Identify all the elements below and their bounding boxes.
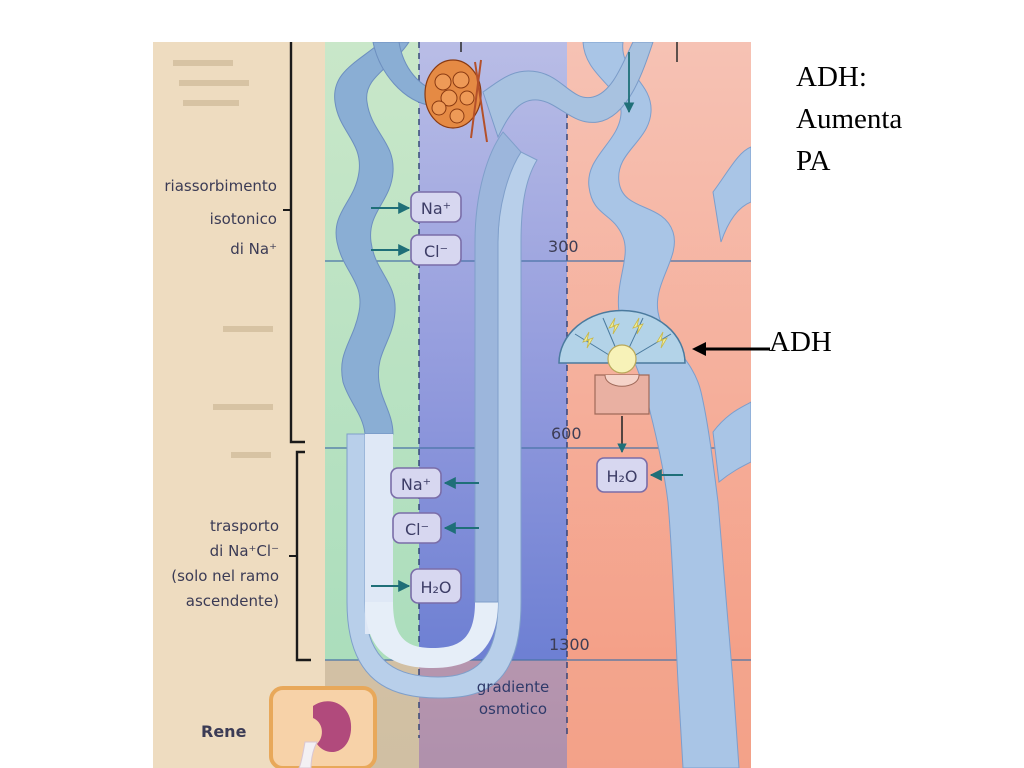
label-gradient-line1: gradiente (477, 678, 549, 696)
label-organ: Rene (201, 722, 247, 741)
ion-box-na-lower: Na⁺ (390, 467, 479, 499)
adh-receptor-cell (558, 309, 686, 453)
label-isotonic-line1: riassorbimento (164, 177, 277, 195)
osmolarity-600: 600 (551, 424, 582, 443)
collecting-duct-branch-lower (712, 401, 751, 483)
adh-pointer-label: ADH (769, 326, 832, 358)
label-transport-line4: ascendente) (186, 592, 279, 610)
label-gradient-line2: osmotico (479, 700, 547, 718)
collecting-duct-branch (712, 146, 751, 243)
ion-box-h2o-duct: H₂O (596, 457, 683, 493)
nephron-diagram: Na⁺ Cl⁻ Na⁺ Cl⁻ H₂O H₂O (153, 42, 751, 768)
ion-label-h2o-duct: H₂O (606, 467, 637, 486)
bracket-isotonic (289, 42, 305, 444)
ion-label-cl-lower: Cl⁻ (405, 520, 429, 539)
loop-bottom-pale (365, 602, 498, 668)
label-isotonic-line3: di Na⁺ (230, 240, 277, 258)
label-nacl-transport: trasporto di Na⁺Cl⁻ (solo nel ramo ascen… (171, 517, 279, 610)
glomerulus (424, 59, 488, 143)
loop-of-henle (346, 151, 538, 699)
label-isotonic-reabsorption: riassorbimento isotonico di Na⁺ (164, 177, 277, 258)
label-osmotic-gradient: gradiente osmotico (477, 678, 549, 718)
left-arrow-icon (692, 342, 770, 356)
ion-label-cl-upper: Cl⁻ (424, 242, 448, 261)
label-transport-line2: di Na⁺Cl⁻ (210, 542, 279, 560)
ascending-limb-upper (474, 131, 522, 603)
ion-box-cl-upper: Cl⁻ (371, 234, 462, 266)
distal-tubule (482, 42, 654, 139)
adh-effect-line3: PA (796, 145, 831, 177)
label-transport-line3: (solo nel ramo (171, 567, 279, 585)
label-transport-line1: trasporto (210, 517, 279, 535)
adh-effect-note: ADH: Aumenta PA (796, 56, 902, 182)
ion-box-h2o-loop: H₂O (371, 568, 462, 604)
faded-margin-text (173, 60, 273, 458)
adh-effect-line1: ADH: (796, 61, 867, 93)
adh-effect-line2: Aumenta (796, 103, 903, 135)
label-isotonic-line2: isotonico (210, 210, 277, 228)
kidney-icon (269, 686, 377, 768)
osmolarity-1300: 1300 (549, 635, 590, 654)
collecting-duct (582, 42, 740, 768)
ion-label-h2o-loop: H₂O (420, 578, 451, 597)
ion-label-na-lower: Na⁺ (401, 475, 431, 494)
ion-box-cl-lower: Cl⁻ (392, 512, 479, 544)
ion-label-na-upper: Na⁺ (421, 199, 451, 218)
loop-descending-pale (365, 434, 393, 634)
ion-box-na-upper: Na⁺ (371, 191, 462, 223)
osmolarity-300: 300 (548, 237, 579, 256)
